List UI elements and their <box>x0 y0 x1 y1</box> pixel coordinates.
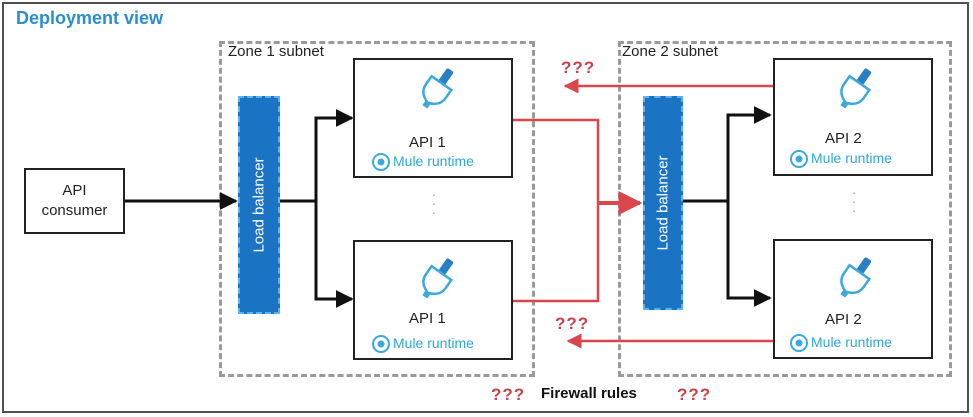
api-node-name: API 2 <box>825 311 862 328</box>
mule-runtime-icon <box>372 335 390 353</box>
api-node-name: API 1 <box>409 310 446 327</box>
unknown-marker-bottom: ??? <box>555 314 590 333</box>
zone-2-api-node-top: API 2 Mule runtime <box>773 58 933 176</box>
mule-runtime-label: Mule runtime <box>393 335 474 351</box>
unknown-marker-firewall-left: ??? <box>491 385 526 404</box>
api-consumer-label-line2: consumer <box>41 202 108 219</box>
api1-bottom-to-lb2-flow <box>513 203 600 303</box>
plug-connector-icon <box>422 68 454 109</box>
zone-2-label: Zone 2 subnet <box>622 43 718 60</box>
zone-1-load-balancer: Load balancer <box>238 96 280 314</box>
zone-1-load-balancer-label: Load balancer <box>250 157 268 253</box>
diagram-title: Deployment view <box>16 8 164 28</box>
api-consumer-box: API consumer <box>24 168 125 234</box>
zone-2-api-node-bottom: API 2 Mule runtime <box>773 239 933 359</box>
mule-runtime-icon <box>790 150 808 168</box>
api-consumer-label-line1: API <box>62 182 87 199</box>
api1-top-to-lb2-flow <box>513 118 600 203</box>
lb2-to-api2-top-arrow <box>683 106 772 203</box>
mule-runtime-label: Mule runtime <box>393 153 474 169</box>
mule-runtime-icon <box>372 153 390 171</box>
lb2-to-api2-bottom-arrow <box>726 201 772 307</box>
zone-2-load-balancer: Load balancer <box>643 96 683 310</box>
mule-runtime-label: Mule runtime <box>811 334 892 350</box>
firewall-rules-label: Firewall rules <box>541 385 637 402</box>
plug-connector-icon <box>422 258 454 299</box>
zone-1-label: Zone 1 subnet <box>228 43 324 60</box>
mule-runtime-label: Mule runtime <box>811 150 892 166</box>
api-node-name: API 2 <box>825 130 862 147</box>
lb1-to-api1-top-arrow <box>280 109 354 203</box>
zone-1-ellipsis: ··· <box>431 186 437 220</box>
zone-2-load-balancer-label: Load balancer <box>654 155 672 251</box>
zone-1-api-node-bottom: API 1 Mule runtime <box>353 240 513 360</box>
plug-connector-icon <box>840 68 872 109</box>
api-node-name: API 1 <box>409 134 446 151</box>
mule-runtime-icon <box>790 334 808 352</box>
plug-connector-icon <box>840 257 872 298</box>
lb1-to-api1-bottom-arrow <box>314 201 354 308</box>
zone-1-api-node-top: API 1 Mule runtime <box>353 58 513 178</box>
unknown-marker-firewall-right: ??? <box>677 385 712 404</box>
zone-2-ellipsis: ··· <box>851 184 857 218</box>
unknown-marker-top: ??? <box>561 58 596 77</box>
